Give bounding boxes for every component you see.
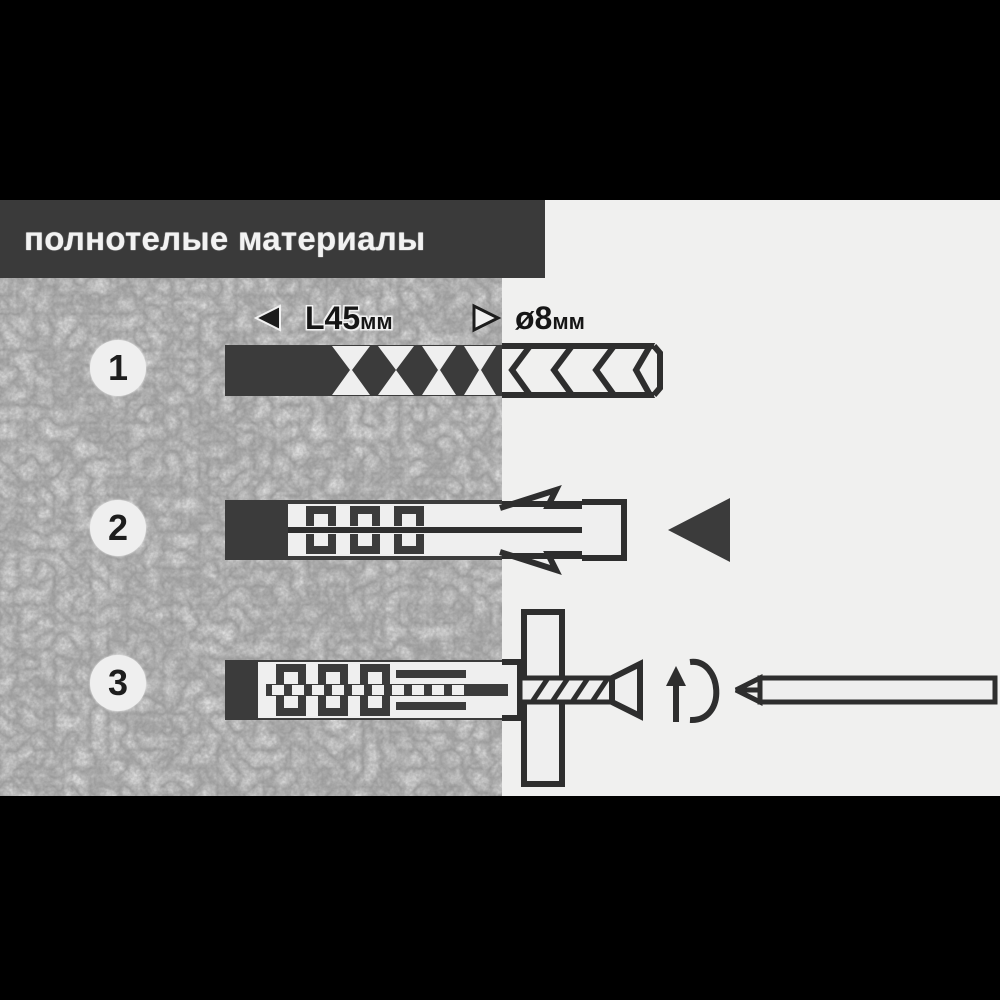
step-badge-1: 1 bbox=[90, 340, 146, 396]
instruction-canvas: полнотелые материалы bbox=[0, 200, 1000, 796]
step2-dowel bbox=[225, 484, 730, 576]
dowel-body bbox=[288, 484, 627, 576]
screw-head bbox=[609, 659, 643, 721]
hole-cavity bbox=[225, 500, 300, 560]
step-number-1: 1 bbox=[107, 347, 129, 388]
length-dimension-label: L45мм bbox=[305, 300, 393, 337]
dowel-notches-top-3 bbox=[276, 664, 390, 684]
screwdriver bbox=[734, 673, 998, 707]
dowel-barb-top bbox=[499, 484, 586, 511]
dim-arrow-right-icon bbox=[472, 303, 502, 333]
drill-flutes-inner bbox=[332, 346, 496, 395]
step-number-2: 2 bbox=[107, 507, 129, 548]
dowel-installed bbox=[258, 659, 523, 721]
screw bbox=[517, 659, 643, 721]
screwdriver-shaft bbox=[757, 675, 998, 705]
dowel-barb-bottom bbox=[499, 549, 586, 576]
drill-flutes-outer bbox=[506, 343, 656, 398]
step1-drill-bit bbox=[225, 343, 663, 398]
diameter-value: ø8 bbox=[515, 300, 553, 336]
rotation-arrow-icon bbox=[666, 658, 720, 724]
dowel-notches-bottom bbox=[306, 534, 424, 554]
push-direction-triangle-icon bbox=[668, 498, 730, 562]
dimension-arrows bbox=[253, 303, 502, 333]
screw-thread-inside-dowel bbox=[266, 684, 508, 696]
diameter-unit: мм bbox=[552, 309, 585, 334]
step-number-3: 3 bbox=[107, 662, 129, 703]
step3-assembly bbox=[225, 609, 998, 787]
dowel-notches-top bbox=[306, 506, 424, 526]
step-badge-2: 2 bbox=[90, 500, 146, 556]
title-banner: полнотелые материалы bbox=[0, 200, 545, 278]
screwdriver-tip-lower bbox=[734, 687, 763, 707]
step-badge-3: 3 bbox=[90, 655, 146, 711]
tool-artwork bbox=[225, 303, 998, 787]
length-value: L45 bbox=[305, 300, 361, 336]
drill-shank-in-wall bbox=[225, 345, 420, 396]
diameter-dimension-label: ø8мм bbox=[515, 300, 585, 337]
page-title: полнотелые материалы bbox=[24, 220, 426, 257]
letterbox-top bbox=[0, 0, 1000, 200]
screw-threads bbox=[529, 676, 611, 704]
dim-arrow-left-icon bbox=[253, 304, 281, 332]
letterbox-bottom bbox=[0, 796, 1000, 1000]
dowel-notches-bottom-3 bbox=[276, 696, 390, 716]
length-unit: мм bbox=[360, 309, 393, 334]
dowel-collar bbox=[582, 499, 627, 561]
